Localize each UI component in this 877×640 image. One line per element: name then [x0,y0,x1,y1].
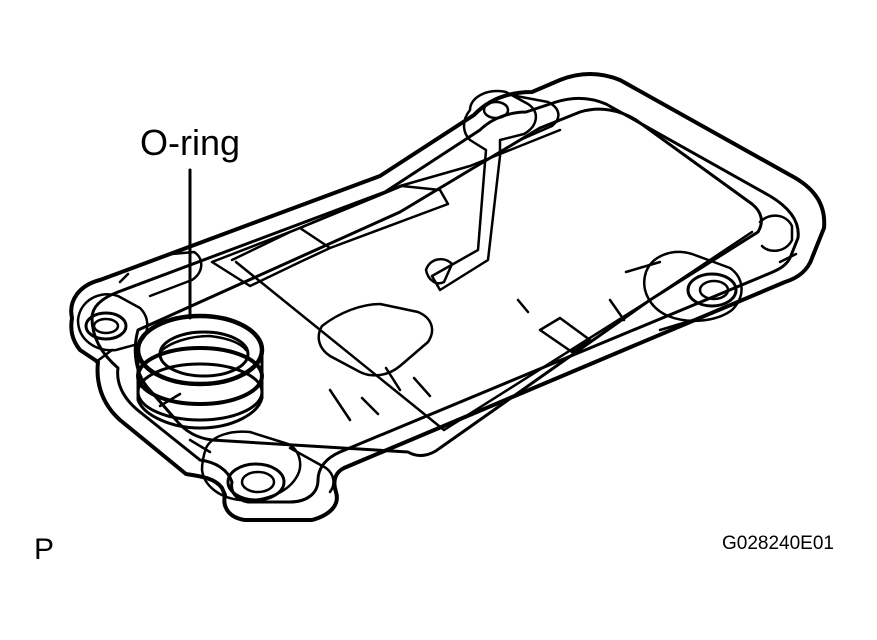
o-ring [138,348,262,404]
pan-dashes [330,300,624,420]
pan-pocket-right [540,318,590,352]
strainer-outlet-top-rim [138,316,262,384]
boss-ring-mid [426,259,452,283]
pan-rib-upper [300,186,448,248]
boss-rib-top [516,96,558,140]
strainer-outlet-inner-wall [160,336,246,352]
o-ring-callout-label: O-ring [140,122,241,163]
boss-hole-top [484,102,508,118]
pan-flange-inner [92,98,798,502]
bolt-hole-bottom-inner [242,472,274,492]
pan-floor [232,130,752,430]
bolt-boss-left-body [78,294,147,350]
bolt-hole-right [688,274,736,306]
bolt-hole-right-inner [700,281,728,299]
bolt-hole-left-inner [94,319,118,333]
bolt-hole-bottom [228,464,284,500]
pan-pocket-center [319,304,432,375]
pan-rib-left [212,228,330,286]
page-marker-letter: P [34,533,55,566]
pan-outer-outline [71,74,824,520]
flange-corner-right [760,216,792,251]
strainer-outlet-opening [160,332,248,376]
flange-step-lines [96,254,796,406]
bolt-boss-right-body [644,252,741,321]
bolt-boss-left-rib [126,252,201,296]
o-ring-groove-lower [138,364,262,420]
pan-center-boss [432,91,536,290]
figure-id-code: G028240E01 [722,533,834,554]
pan-body-rim [135,109,761,455]
bolt-hole-left [86,313,126,339]
strainer-outlet-body [138,350,262,428]
bolt-boss-right-rib [626,262,700,330]
bolt-boss-bottom-rib [190,440,333,492]
